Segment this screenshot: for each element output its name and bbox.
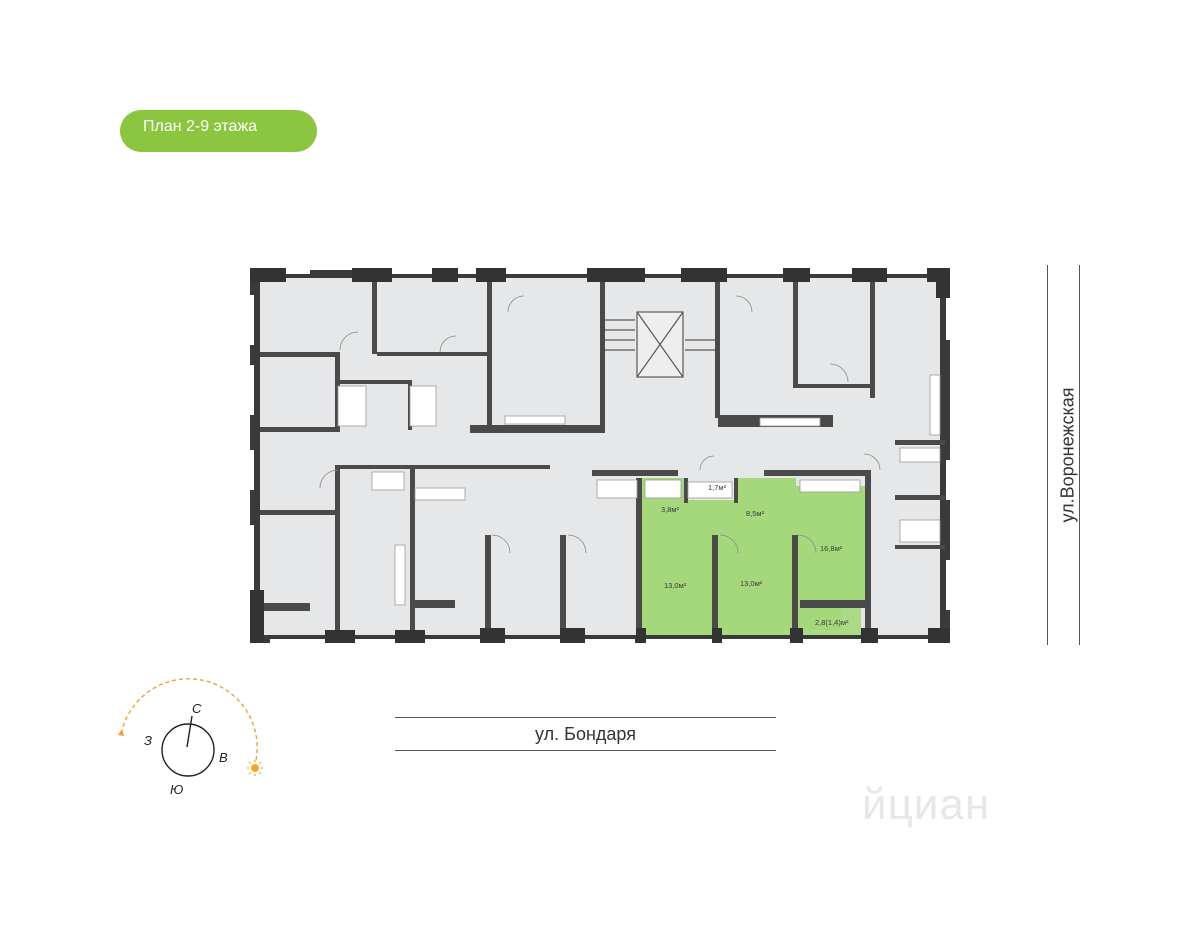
fixtures [337, 374, 941, 606]
compass-dial [161, 723, 215, 777]
room-label-hall: 8,5м² [746, 509, 765, 518]
room-label-room-1: 13,0м² [664, 581, 687, 590]
room-label-kitchen: 16,8м² [820, 544, 843, 553]
sun-icon [247, 760, 263, 776]
compass-north: С [192, 701, 202, 716]
sun-path-arc [120, 678, 258, 761]
compass-needle [186, 715, 193, 748]
street-right-line-2 [1079, 265, 1080, 645]
arrow-icon [118, 729, 124, 736]
street-right-line-1 [1047, 265, 1048, 645]
compass-south: Ю [170, 782, 183, 797]
pillars [250, 268, 950, 643]
compass-east: В [219, 750, 228, 765]
apartment-fill [640, 478, 866, 635]
floor-plan-title: План 2-9 этажа [143, 118, 258, 135]
highlighted-apartment [640, 478, 866, 635]
room-label-bath: 3,8м² [661, 505, 680, 514]
room-label-wc: 1,7м² [708, 483, 727, 492]
street-bottom: ул. Бондаря [395, 717, 776, 751]
room-label-loggia: 2,8(1,4)м² [815, 618, 849, 627]
compass: С З В Ю [118, 678, 263, 797]
door-swings [319, 295, 881, 554]
street-right: ул.Воронежская [1055, 265, 1081, 645]
windows [250, 270, 950, 643]
compass-west: З [144, 733, 152, 748]
watermark: йциан [862, 780, 991, 829]
room-label-room-2: 13,0м² [740, 579, 763, 588]
stairwell [605, 311, 715, 378]
loggia-fill [803, 608, 861, 635]
street-bottom-label: ул. Бондаря [535, 724, 636, 744]
floor-plan-badge: План 2-9 этажа [120, 110, 317, 152]
street-right-label: ул.Воронежская [1057, 387, 1078, 523]
